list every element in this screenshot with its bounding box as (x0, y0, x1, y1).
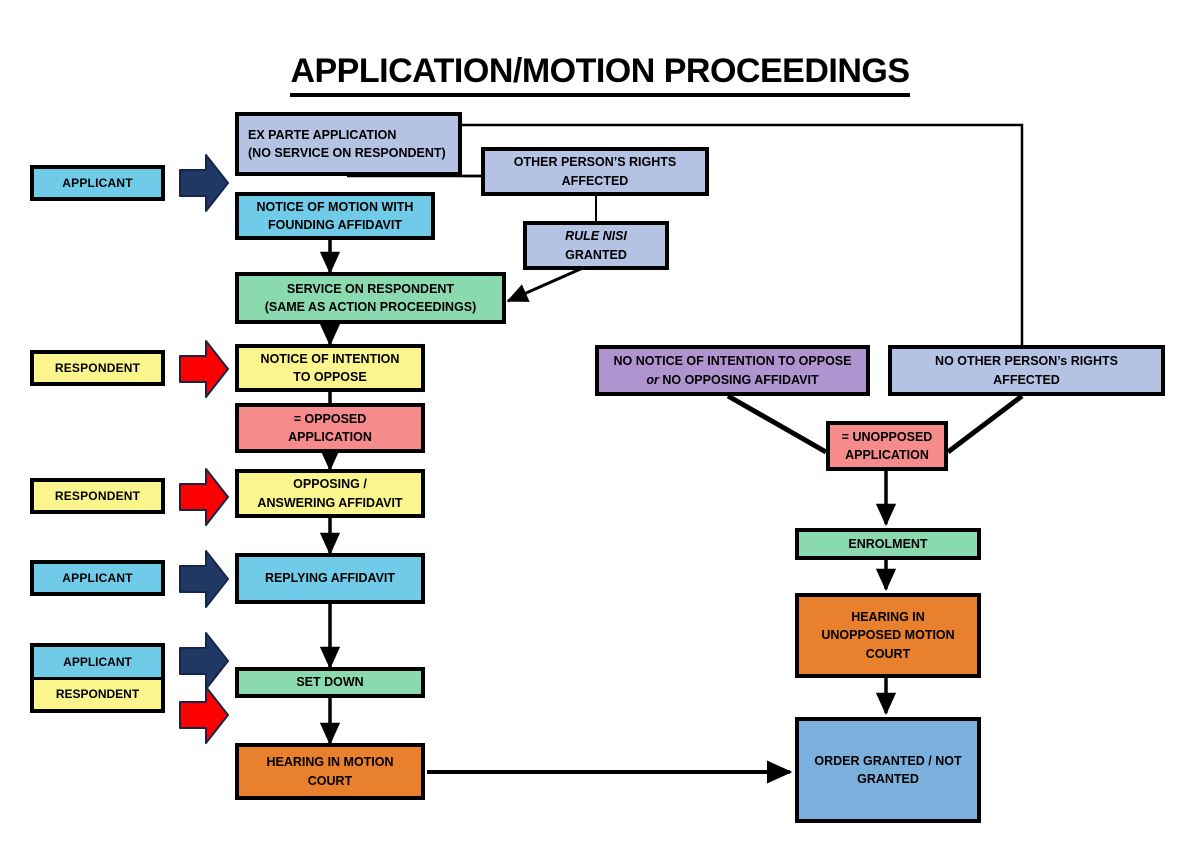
node-ex-parte-application[interactable]: EX PARTE APPLICATION (NO SERVICE ON RESP… (235, 112, 462, 176)
node-line-1: ORDER GRANTED / NOT (814, 753, 962, 768)
page-title-text: APPLICATION/MOTION PROCEEDINGS (290, 52, 910, 97)
node-line-2: AFFECTED (993, 372, 1060, 387)
node-line-2: FOUNDING AFFIDAVIT (267, 218, 402, 232)
party-chip-label: RESPONDENT (55, 687, 140, 702)
party-chip-label: APPLICANT (63, 654, 132, 669)
party-chip-label: RESPONDENT (54, 489, 141, 503)
node-line-2: GRANTED (857, 772, 919, 786)
node-line-1: EX PARTE APPLICATION (248, 127, 397, 142)
node-unopposed-application[interactable]: = UNOPPOSED APPLICATION (826, 421, 948, 471)
node-line-2: APPLICATION (288, 430, 372, 444)
node-line-2: AFFECTED (561, 173, 629, 188)
node-line-1: OPPOSING / (293, 477, 367, 492)
party-chip-stack-applicant-respondent: APPLICANT RESPONDENT (30, 643, 165, 713)
party-chip-label: RESPONDENT (54, 361, 141, 375)
node-line-2: ANSWERING AFFIDAVIT (257, 495, 403, 510)
node-no-notice-of-intention-to-oppose[interactable]: NO NOTICE OF INTENTION TO OPPOSE or NO O… (595, 345, 870, 396)
node-other-persons-rights-affected[interactable]: OTHER PERSON’S RIGHTS AFFECTED (481, 147, 709, 196)
node-line-2: UNOPPOSED MOTION (821, 628, 955, 643)
node-line-1: HEARING IN MOTION (266, 755, 394, 770)
node-line-1: HEARING IN (851, 610, 925, 625)
applicant-block-arrow-1 (178, 152, 230, 214)
node-hearing-in-motion-court[interactable]: HEARING IN MOTION COURT (235, 743, 425, 800)
node-line-2: (SAME AS ACTION PROCEEDINGS) (264, 300, 477, 314)
node-line-1: NO NOTICE OF INTENTION TO OPPOSE (613, 354, 852, 369)
node-no-other-persons-rights-affected[interactable]: NO OTHER PERSON’s RIGHTS AFFECTED (888, 345, 1165, 396)
respondent-block-arrow-3 (178, 684, 230, 746)
node-rule-nisi-granted[interactable]: RULE NISI GRANTED (523, 221, 669, 270)
node-set-down[interactable]: SET DOWN (235, 667, 425, 698)
node-line-2: APPLICATION (845, 448, 929, 462)
node-line-2-italic: or (646, 372, 659, 387)
node-line-2: GRANTED (565, 247, 627, 262)
party-chip-respondent-2: RESPONDENT (30, 478, 165, 514)
party-chip-label: APPLICANT (62, 571, 133, 585)
node-order-granted-not-granted[interactable]: ORDER GRANTED / NOT GRANTED (795, 717, 981, 823)
node-notice-of-intention-to-oppose[interactable]: NOTICE OF INTENTION TO OPPOSE (235, 344, 425, 392)
node-line-2: TO OPPOSE (293, 370, 367, 384)
node-line-1: OTHER PERSON’S RIGHTS (513, 155, 677, 170)
party-chip-respondent-1: RESPONDENT (30, 350, 165, 386)
node-service-on-respondent[interactable]: SERVICE ON RESPONDENT (SAME AS ACTION PR… (235, 272, 506, 324)
node-line-1: = OPPOSED (293, 411, 367, 426)
respondent-block-arrow-2 (178, 466, 230, 528)
party-chip-applicant-2: APPLICANT (30, 560, 165, 596)
party-chip-stack-bottom: RESPONDENT (34, 676, 161, 709)
node-line-3: COURT (865, 646, 911, 661)
party-chip-label: APPLICANT (62, 176, 133, 190)
node-line-2: NO OPPOSING AFFIDAVIT (658, 372, 819, 387)
node-replying-affidavit[interactable]: REPLYING AFFIDAVIT (235, 553, 425, 604)
node-notice-of-motion-with-founding-affidavit[interactable]: NOTICE OF MOTION WITH FOUNDING AFFIDAVIT (235, 192, 435, 240)
node-line-1: NO OTHER PERSON’s RIGHTS (935, 354, 1118, 369)
respondent-block-arrow-1 (178, 338, 230, 400)
node-hearing-in-unopposed-motion-court[interactable]: HEARING IN UNOPPOSED MOTION COURT (795, 593, 981, 678)
node-line-2: COURT (307, 773, 353, 788)
node-line-1: ENROLMENT (848, 536, 928, 551)
node-line-2: (NO SERVICE ON RESPONDENT) (248, 146, 446, 160)
node-opposed-application[interactable]: = OPPOSED APPLICATION (235, 403, 425, 453)
party-chip-stack-top: APPLICANT (34, 647, 161, 677)
node-line-1: = UNOPPOSED (841, 429, 933, 444)
node-enrolment[interactable]: ENROLMENT (795, 528, 981, 560)
node-opposing-answering-affidavit[interactable]: OPPOSING / ANSWERING AFFIDAVIT (235, 469, 425, 518)
node-line-2-wrap: or NO OPPOSING AFFIDAVIT (646, 371, 818, 389)
applicant-block-arrow-2 (178, 548, 230, 610)
node-line-1: REPLYING AFFIDAVIT (264, 571, 396, 586)
party-chip-applicant-1: APPLICANT (30, 165, 165, 201)
node-line-1: SERVICE ON RESPONDENT (286, 281, 455, 296)
page-title: APPLICATION/MOTION PROCEEDINGS (0, 52, 1200, 97)
applicant-block-arrow-3 (178, 630, 230, 692)
node-line-1: NOTICE OF INTENTION (260, 351, 400, 366)
node-line-1: NOTICE OF MOTION WITH (256, 199, 414, 214)
node-line-1: RULE NISI (565, 229, 627, 244)
node-line-1: SET DOWN (296, 675, 364, 690)
